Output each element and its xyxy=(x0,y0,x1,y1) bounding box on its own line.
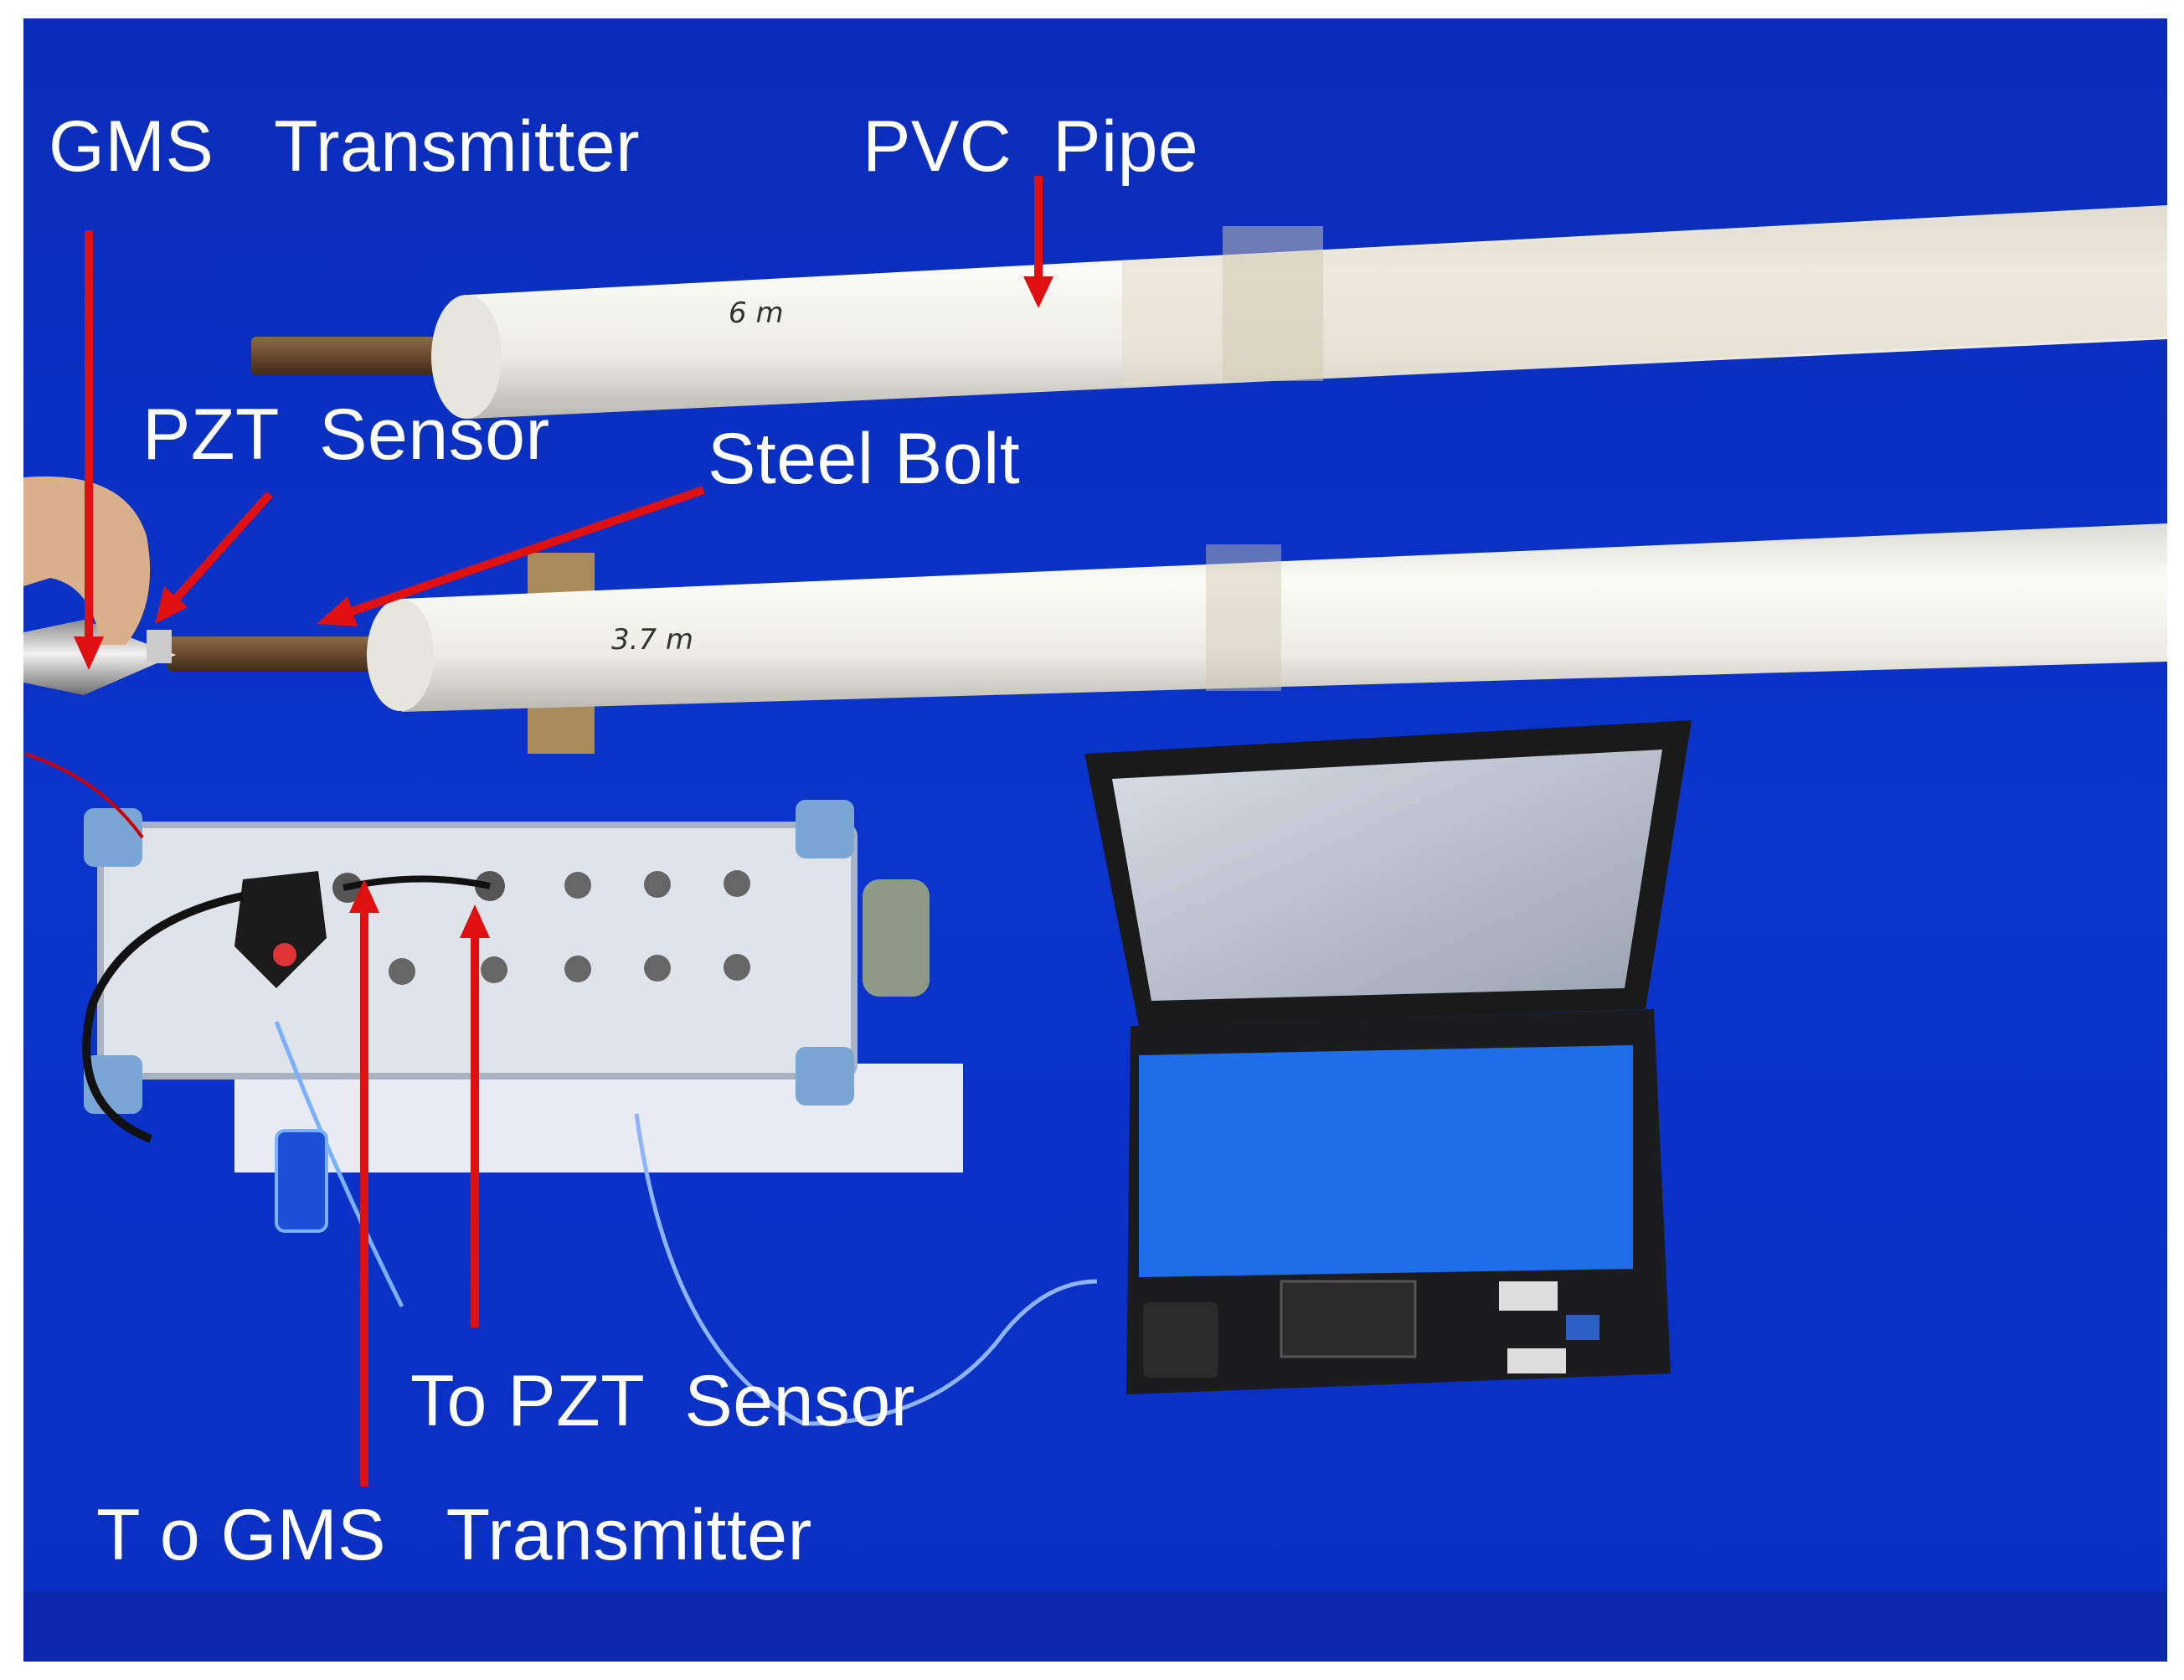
laptop-sticker xyxy=(1566,1315,1599,1340)
cloth-shadow xyxy=(23,1591,2167,1662)
lower-pipe-assembly: 3.7 m xyxy=(23,476,2167,754)
label-pvc-pipe: PVC Pipe xyxy=(863,106,1199,187)
arrow-pzt-sensor xyxy=(155,491,273,624)
arrow-head xyxy=(1023,276,1053,308)
label-pzt-sensor: PZT Sensor xyxy=(142,394,550,475)
arrow-to-pzt-sensor xyxy=(460,904,490,1327)
bnc-connector xyxy=(724,870,750,897)
usb-dongle xyxy=(275,1129,328,1233)
upper-steel-bolt xyxy=(251,337,469,375)
arrow-pvc-pipe xyxy=(1023,176,1053,308)
device-side-connector xyxy=(863,879,930,997)
annotation-arrows xyxy=(74,176,1053,1487)
arrow-shaft xyxy=(173,491,273,602)
arrow-head xyxy=(74,636,104,670)
blue-cable xyxy=(274,1021,404,1308)
gms-transmitter-cone xyxy=(23,620,176,695)
arrow-head xyxy=(349,879,379,913)
usb-cable-to-laptop xyxy=(634,1113,1098,1426)
bnc-connector xyxy=(724,954,750,981)
arrow-to-gms-transmitter xyxy=(349,879,379,1487)
black-cable xyxy=(82,892,245,1143)
arrow-head xyxy=(460,904,490,938)
bnc-connector xyxy=(644,871,671,898)
bnc-connector xyxy=(389,958,415,985)
arrow-gms-transmitter xyxy=(74,230,104,670)
arrow-head xyxy=(155,586,188,624)
laptop-sticker xyxy=(1507,1348,1566,1373)
bnc-connectors xyxy=(332,870,750,985)
label-to-gms-transmitter: T o GMS Transmitter xyxy=(96,1495,812,1575)
lower-pvc-pipe xyxy=(385,523,2167,712)
upper-pipe-marking: 6 m xyxy=(729,296,784,330)
case-corner-br xyxy=(796,1047,854,1105)
arrow-head xyxy=(317,596,358,626)
red-wire xyxy=(24,752,144,839)
laptop-fingerprint-pad xyxy=(1143,1302,1218,1378)
laptop xyxy=(1084,720,1692,1394)
arrow-steel-bolt xyxy=(317,486,705,626)
upper-pipe-assembly: 6 m xyxy=(251,205,2167,419)
upper-pipe-end xyxy=(431,295,502,419)
bnc-connector xyxy=(481,956,507,983)
pzt-sensor-patch xyxy=(147,630,172,663)
case-corner-tr xyxy=(796,800,854,858)
bnc-connector xyxy=(564,872,591,899)
transmitter-cable xyxy=(343,875,491,891)
upper-pipe-dirty-section xyxy=(1122,208,2167,385)
lower-pipe-marking: 3.7 m xyxy=(611,623,693,657)
label-to-pzt-sensor: To PZT Sensor xyxy=(410,1361,915,1441)
lower-pipe-end xyxy=(367,599,434,711)
upper-pipe-tape xyxy=(1223,226,1323,381)
adapter-logo xyxy=(273,943,296,966)
bnc-connector xyxy=(564,956,591,982)
power-adapter xyxy=(234,871,327,988)
case-corner-tl xyxy=(84,808,142,867)
laptop-screen xyxy=(1112,750,1662,1001)
laptop-keyboard xyxy=(1139,1045,1633,1277)
label-steel-bolt: Steel Bolt xyxy=(708,419,1021,499)
bnc-connector xyxy=(644,955,671,982)
label-gms-transmitter: GMS Transmitter xyxy=(49,106,641,187)
lower-steel-bolt xyxy=(167,636,419,672)
arrow-shaft xyxy=(350,486,705,616)
laptop-touchpad xyxy=(1280,1280,1417,1358)
laptop-sticker xyxy=(1499,1281,1558,1311)
lower-pipe-tape xyxy=(1206,544,1281,691)
